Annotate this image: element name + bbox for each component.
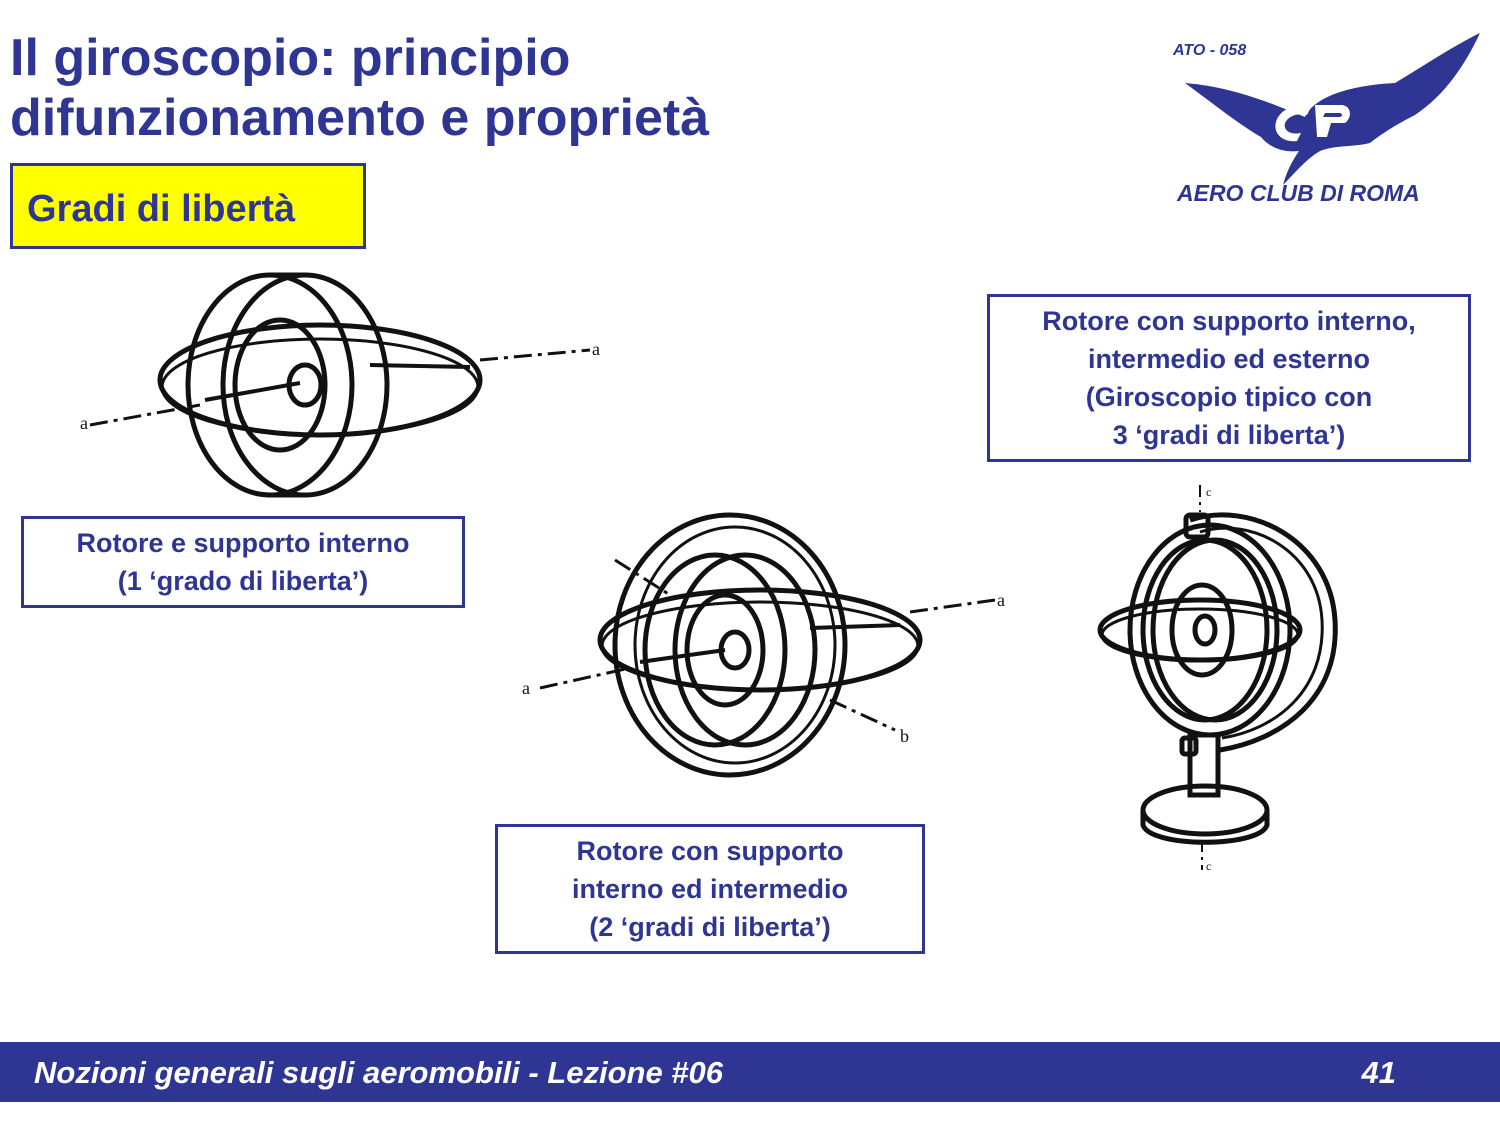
gyro-1dof-figure: a a [80,272,600,498]
gyro-3dof-figure: c c [1097,485,1338,873]
caption-1dof: Rotore e supporto interno (1 ‘grado di l… [21,516,465,608]
slide-title: Il giroscopio: principio difunzionamento… [10,28,910,148]
title-line-1: Il giroscopio: principio [10,29,571,87]
stand-post [1187,732,1221,798]
intermediate-gimbal-ring [612,512,848,778]
gyro-2dof-figure: a a b [522,512,1005,778]
axis-label-a-left: a [80,413,88,433]
caption-3dof-line-2: intermedio ed esterno [1087,344,1371,374]
section-label: Gradi di libertà [10,163,366,249]
caption-3dof-line-3: (Giroscopio tipico con [1085,382,1373,412]
outer-gimbal-frame [1189,512,1338,753]
aero-club-logo: ATO - 058 AERO CLUB DI ROMA [1172,33,1480,206]
logo-code: ATO - 058 [1172,42,1246,59]
caption-1dof-line-1: Rotore e supporto interno [76,528,410,558]
caption-2dof-line-3: (2 ‘gradi di liberta’) [589,912,831,942]
caption-2dof-line-2: interno ed intermedio [571,874,849,904]
footer-bar: Nozioni generali sugli aeromobili - Lezi… [0,1042,1500,1102]
caption-3dof: Rotore con supporto interno, intermedio … [987,294,1471,462]
axis-label-c-top: c [1206,485,1211,499]
caption-2dof-line-1: Rotore con supporto [576,836,844,866]
logo-name: AERO CLUB DI ROMA [1176,180,1420,206]
caption-3dof-line-1: Rotore con supporto interno, [1042,306,1416,336]
axis-label-a-left: a [522,678,530,698]
caption-1dof-line-2: (1 ‘grado di liberta’) [117,566,369,596]
rotor-rim [220,272,390,498]
axis-label-c-bottom: c [1206,859,1211,873]
axis-label-b: b [900,726,909,746]
title-line-2: difunzionamento e proprietà [10,89,710,147]
caption-2dof: Rotore con supporto interno ed intermedi… [495,824,925,954]
footer-title: Nozioni generali sugli aeromobili - Lezi… [34,1055,724,1090]
caption-3dof-line-4: 3 ‘gradi di liberta’) [1112,420,1346,450]
axis-label-a-right: a [592,339,600,359]
page-number: 41 [1361,1055,1396,1090]
axis-label-a-right: a [997,590,1005,610]
rotor-outer [642,552,788,748]
